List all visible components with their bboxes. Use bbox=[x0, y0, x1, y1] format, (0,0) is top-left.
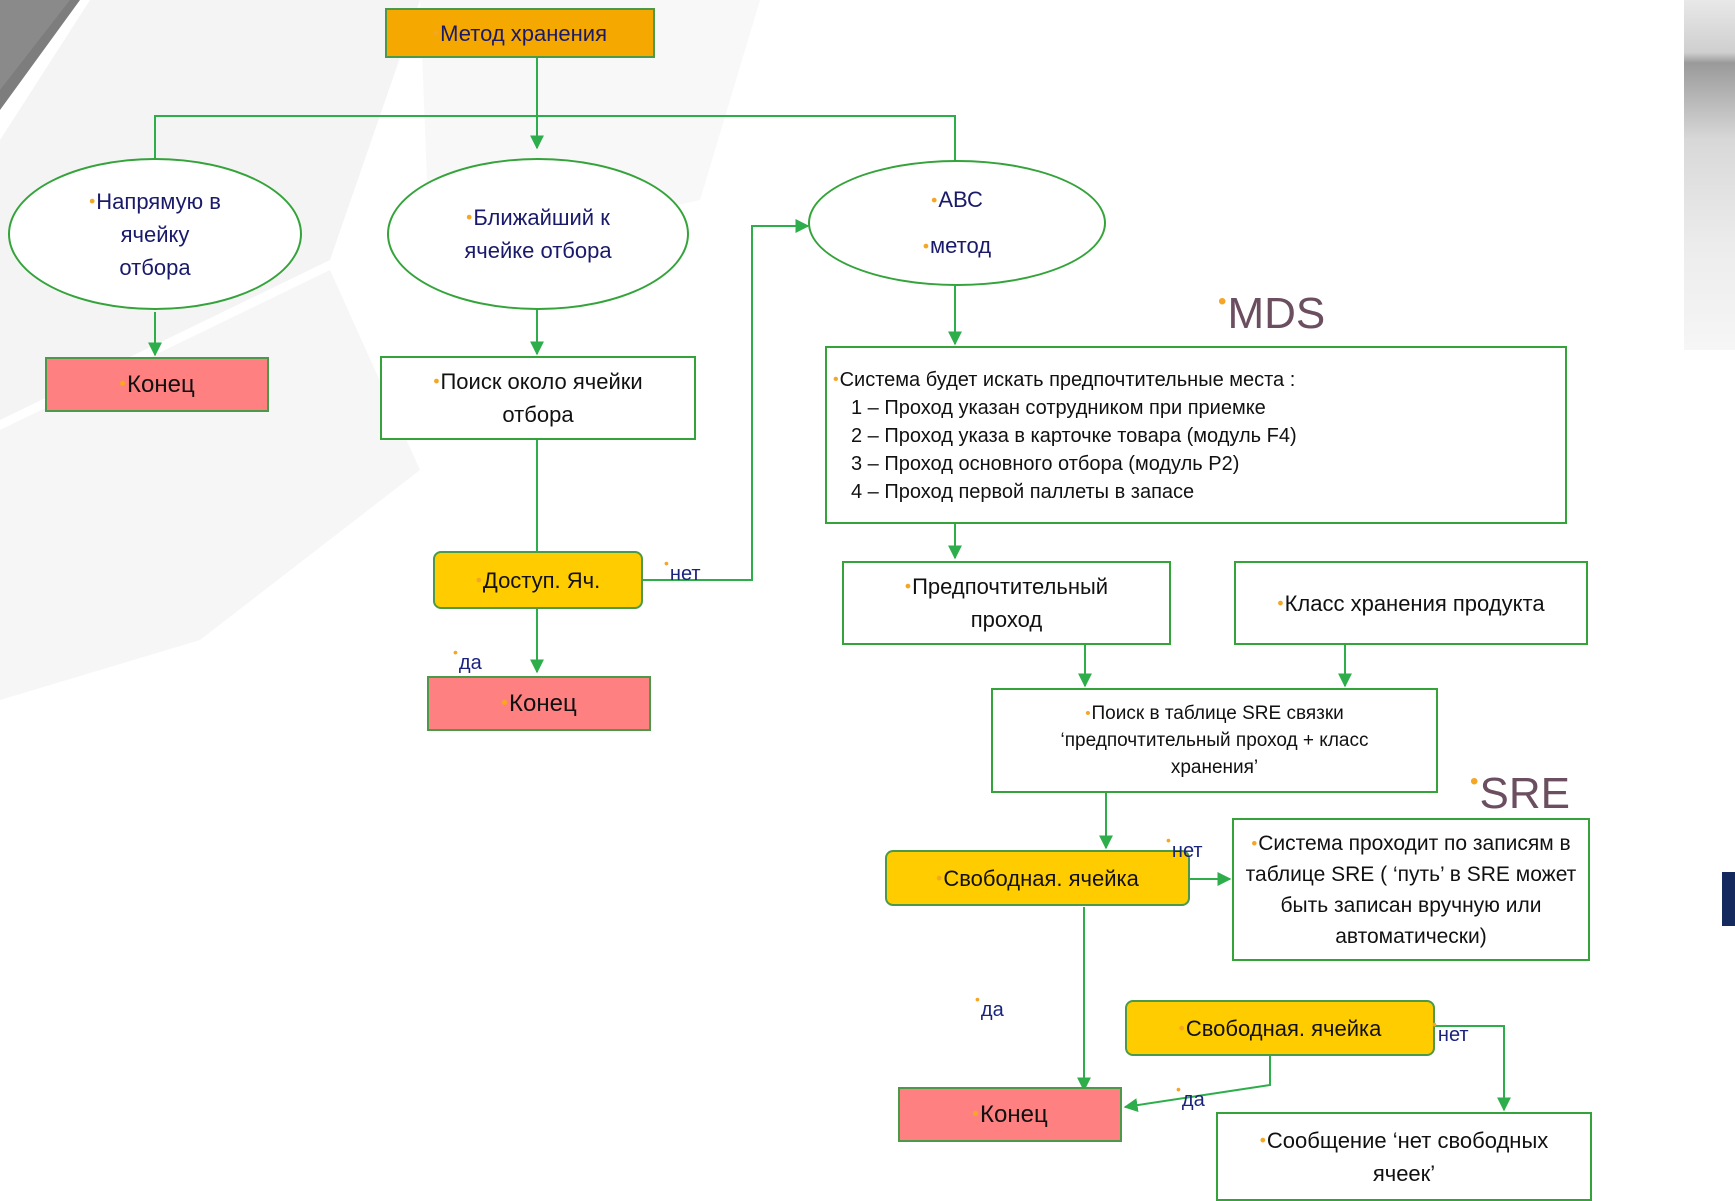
mds-label: •MDS bbox=[1218, 288, 1326, 339]
connector bbox=[154, 115, 956, 176]
no-label-1: •нет bbox=[664, 555, 701, 585]
free-cell-decision-2[interactable]: •Свободная. ячейка bbox=[1125, 1000, 1435, 1056]
system-search-item: 1 – Проход указан сотрудником при приемк… bbox=[851, 397, 1266, 419]
storage-method-node[interactable]: •Метод хранения bbox=[385, 8, 655, 58]
abc-method-node[interactable]: •АВС •метод bbox=[808, 160, 1106, 286]
yes-label-3: •да bbox=[1176, 1081, 1205, 1111]
direct-to-pick-cell-node[interactable]: •Напрямую в ячейку отбора bbox=[8, 158, 302, 310]
sre-table-lookup-node[interactable]: •Поиск в таблице SRE связки ‘предпочтите… bbox=[991, 688, 1438, 793]
end-left-node[interactable]: •Конец bbox=[45, 357, 269, 412]
preferred-aisle-node[interactable]: •Предпочтительный проход bbox=[842, 561, 1171, 645]
connector bbox=[1435, 1025, 1511, 1112]
end-middle-node[interactable]: •Конец bbox=[427, 676, 651, 731]
system-search-item: 3 – Проход основного отбора (модуль P2) bbox=[851, 453, 1240, 475]
connector bbox=[642, 219, 810, 581]
no-label-3: •нет bbox=[1432, 1016, 1469, 1046]
sre-records-walk-node[interactable]: •Система проходит по записям в таблице S… bbox=[1232, 818, 1590, 961]
system-search-title: Система будет искать предпочтительные ме… bbox=[839, 369, 1296, 391]
available-cell-decision[interactable]: •Доступ. Яч. bbox=[433, 551, 643, 609]
product-storage-class-node[interactable]: •Класс хранения продукта bbox=[1234, 561, 1588, 645]
end-bottom-node[interactable]: •Конец bbox=[898, 1087, 1122, 1142]
nearest-to-pick-cell-node[interactable]: •Ближайший к ячейке отбора bbox=[387, 158, 689, 310]
system-preferred-places-box[interactable]: •Система будет искать предпочтительные м… bbox=[825, 346, 1567, 524]
warehouse-photo-fragment bbox=[1684, 0, 1735, 350]
no-free-cells-message-node[interactable]: •Сообщение ‘нет свободных ячеек’ bbox=[1216, 1112, 1592, 1201]
system-search-item: 4 – Проход первой паллеты в запасе bbox=[851, 481, 1195, 503]
yes-label-2: •да bbox=[975, 991, 1004, 1021]
yes-label-1: •да bbox=[453, 644, 482, 674]
no-label-2: •нет bbox=[1166, 832, 1203, 862]
free-cell-decision-1[interactable]: •Свободная. ячейка bbox=[885, 850, 1190, 906]
navy-side-box bbox=[1722, 872, 1735, 926]
search-near-pick-cell-node[interactable]: •Поиск около ячейки отбора bbox=[380, 356, 696, 440]
sre-label: •SRE bbox=[1470, 768, 1570, 819]
system-search-item: 2 – Проход указа в карточке товара (моду… bbox=[851, 425, 1297, 447]
